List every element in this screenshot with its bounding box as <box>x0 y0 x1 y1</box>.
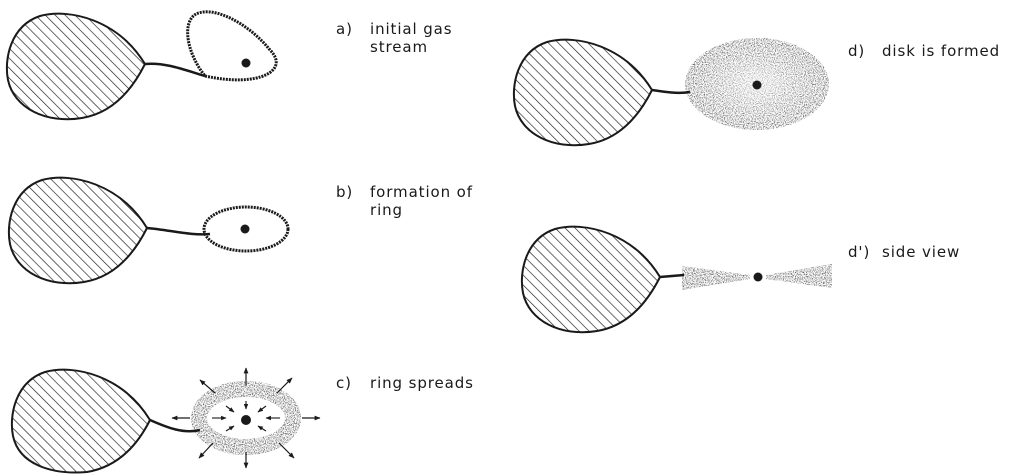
donor-star-lobe <box>12 370 150 473</box>
panel-c <box>12 368 320 472</box>
donor-star-lobe <box>7 14 145 120</box>
label-b-line-1: formation of <box>370 183 473 201</box>
label-a-line-1: initial gas <box>370 20 452 38</box>
label-d-tag: d) <box>848 42 882 60</box>
label-d: d)disk is formed <box>848 42 1000 60</box>
gas-stream <box>147 228 210 234</box>
gas-stream <box>652 90 690 93</box>
disk-side-left <box>682 266 750 290</box>
label-d-prime-tag: d') <box>848 243 882 261</box>
panel-d <box>514 38 829 145</box>
gas-stream <box>660 275 684 277</box>
gas-stream-loop <box>188 12 277 80</box>
compact-star <box>753 81 762 90</box>
gas-stream <box>145 64 205 76</box>
label-d-line-1: disk is formed <box>882 42 1000 60</box>
label-c: c)ring spreads <box>336 374 474 392</box>
label-d-prime-line-1: side view <box>882 243 960 261</box>
label-a-line-2: stream <box>370 38 452 56</box>
donor-star-lobe <box>9 178 147 284</box>
donor-star-lobe <box>514 40 652 146</box>
compact-star <box>241 415 251 425</box>
panel-a <box>7 12 276 119</box>
donor-star-lobe <box>522 227 660 333</box>
panel-d-prime <box>522 227 832 333</box>
label-c-line-1: ring spreads <box>370 374 474 392</box>
label-a-tag: a) <box>336 20 370 38</box>
compact-star <box>242 59 251 68</box>
label-c-tag: c) <box>336 374 370 392</box>
compact-star <box>754 273 763 282</box>
panel-b <box>9 178 288 284</box>
label-d-prime: d')side view <box>848 243 960 261</box>
disk-side-right <box>766 264 832 288</box>
compact-star <box>241 225 250 234</box>
label-b-line-2: ring <box>370 201 473 219</box>
label-b-tag: b) <box>336 183 370 201</box>
